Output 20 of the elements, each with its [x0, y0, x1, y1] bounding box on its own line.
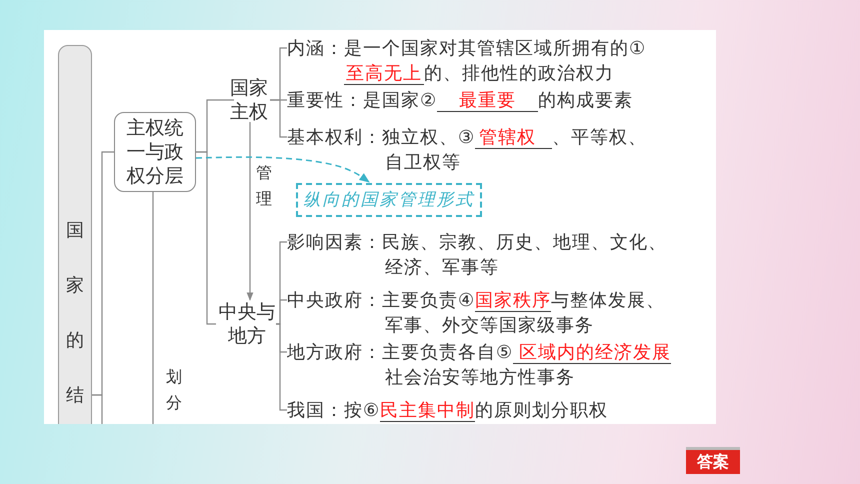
note-text: 影响因素：民族、宗教、历史、地理、文化、经济、军事等 [287, 230, 679, 280]
note-text: 重要性：是国家② 最重要 的构成要素 [287, 88, 707, 113]
connector-line [152, 192, 154, 424]
topic-text: 中央与地方 [216, 298, 278, 350]
note-text: 基本权利：独立权、③ 管辖权 、平等权、自卫权等 [287, 125, 657, 175]
answer-button: 答案 [686, 447, 740, 474]
note-box: 纵向的国家管理形式 [296, 183, 482, 217]
note-text: 中央政府：主要负责④国家秩序与整体发展、军事、外交等国家级事务 [287, 288, 679, 338]
note-text: 地方政府：主要负责各自⑤ 区域内的经济发展 社会治安等地方性事务 [287, 340, 716, 390]
connector-line [270, 99, 287, 138]
connector-line [276, 323, 287, 411]
note-text: 内涵：是一个国家对其管辖区域所拥有的① 至高无上 的、排他性的政治权力 [287, 36, 659, 86]
connector-line [196, 151, 216, 325]
arrow [246, 122, 254, 301]
note-text: 我国：按⑥民主集中制的原则划分职权 [287, 398, 687, 423]
category-bar: 国家的结 [58, 45, 92, 424]
topic-box: 主权统一与政权分层 [114, 112, 196, 192]
dashed-arrow [196, 156, 370, 183]
topic-text: 国家主权 [226, 74, 272, 126]
connector-line [92, 394, 103, 424]
